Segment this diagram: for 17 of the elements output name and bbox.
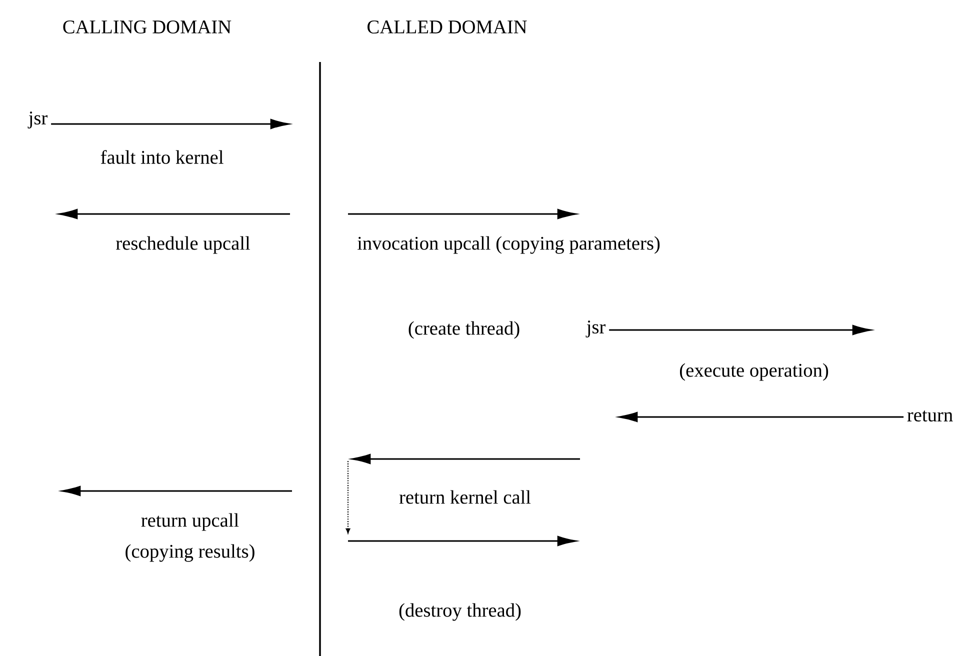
arrow [609, 324, 872, 336]
caption-text: (destroy thread) [399, 603, 521, 621]
column-heading: CALLED DOMAIN [368, 20, 527, 34]
node-label: return [907, 410, 953, 422]
edge-label: fault into kernel [100, 150, 224, 164]
caption-text: reschedule upcall [116, 236, 250, 254]
node-label: jsr [586, 320, 606, 338]
edge-label: (execute operation) [680, 363, 828, 381]
arrow [619, 412, 904, 422]
caption-text: invocation upcall (copying parameters) [357, 236, 660, 254]
caption-text: (copying results) [126, 544, 254, 562]
column-heading: CALLING DOMAIN [63, 20, 232, 34]
node-label: jsr [28, 112, 48, 128]
caption-text: return upcall [141, 513, 239, 531]
caption-text: (create thread) [408, 321, 520, 339]
caption-text: return kernel call [399, 490, 531, 504]
arrow [51, 118, 289, 130]
